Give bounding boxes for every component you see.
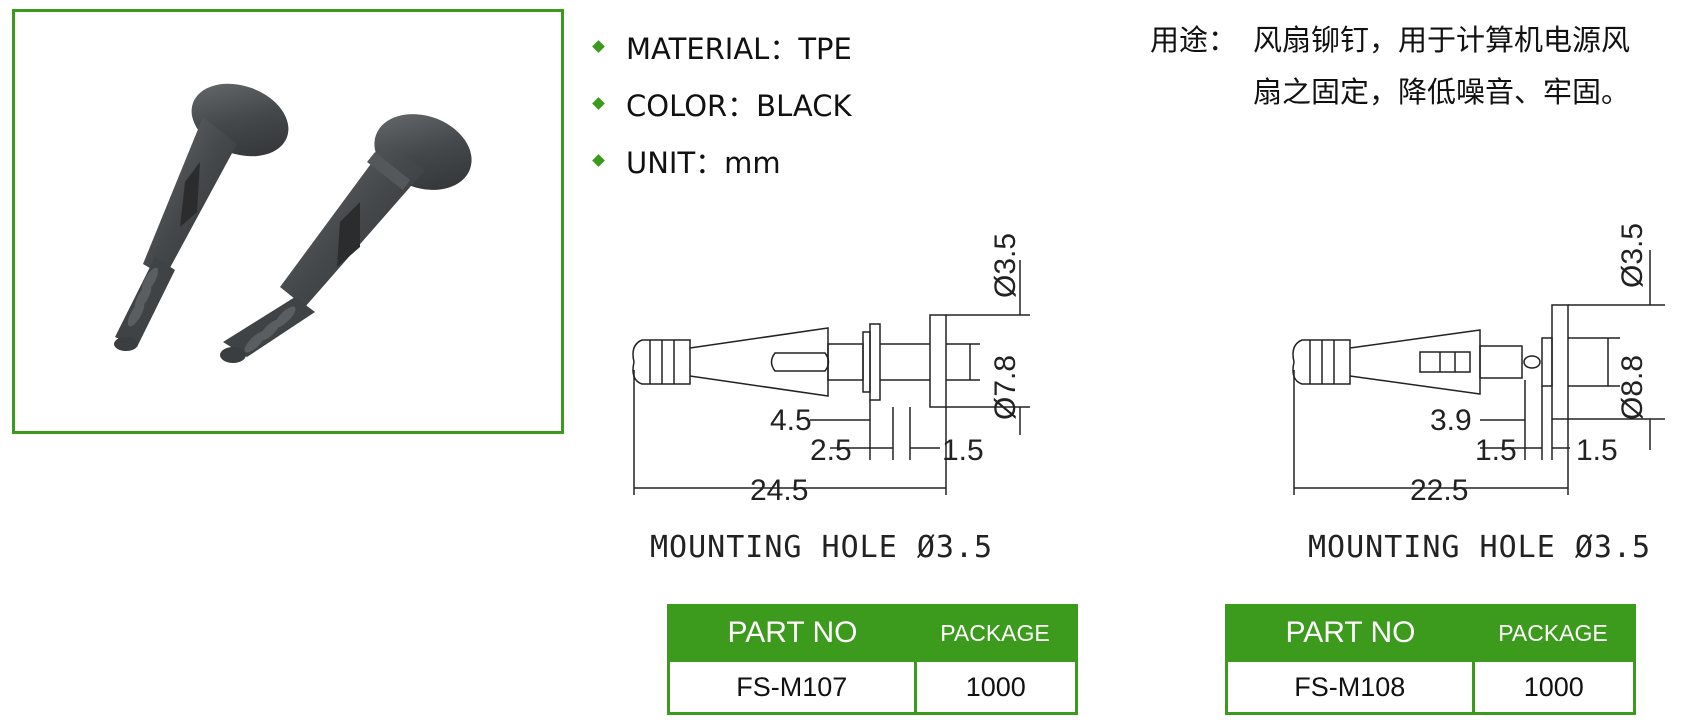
- dim-labels-2: Ø3.5 Ø8.8 3.9 1.5 1.5 22.5: [1410, 223, 1649, 507]
- rivet-photo: [114, 83, 472, 363]
- dim-total: 24.5: [750, 474, 808, 507]
- package-cell: 1000: [1471, 659, 1636, 715]
- table-row: FS-M107 1000: [667, 659, 1078, 715]
- usage-description: 用途： 风扇铆钉，用于计算机电源风 扇之固定，降低噪音、牢固。: [1150, 14, 1690, 118]
- dim-d3: 1.5: [942, 434, 984, 467]
- table-row: FS-M108 1000: [1225, 659, 1636, 715]
- rivet-right-image: [220, 114, 472, 363]
- dim-d2: 1.5: [1475, 434, 1517, 467]
- table-header-part-no: PART NO: [668, 605, 915, 661]
- usage-label: 用途：: [1150, 23, 1238, 57]
- technical-drawing-2: Ø3.5 Ø8.8 3.9 1.5 1.5 22.5: [1292, 223, 1665, 507]
- part-table-1: PART NO PACKAGE FS-M107 1000: [667, 604, 1078, 715]
- diamond-bullet-icon: [592, 154, 605, 167]
- part-table-2: PART NO PACKAGE FS-M108 1000: [1225, 604, 1636, 715]
- usage-line-2: 扇之固定，降低噪音、牢固。: [1253, 75, 1631, 109]
- part-no-cell: FS-M107: [667, 659, 917, 715]
- dim-dia-small: Ø3.5: [989, 233, 1022, 298]
- dim-total: 22.5: [1410, 474, 1468, 507]
- mounting-hole-label-1: MOUNTING HOLE Ø3.5: [650, 530, 994, 565]
- spec-unit-text: UNIT：mm: [626, 145, 781, 180]
- dim-dia-small: Ø3.5: [1616, 223, 1649, 288]
- dim-d2: 2.5: [810, 434, 852, 467]
- diamond-bullet-icon: [592, 97, 605, 110]
- table-header-part-no: PART NO: [1226, 605, 1473, 661]
- mounting-hole-label-2: MOUNTING HOLE Ø3.5: [1308, 530, 1652, 565]
- dim-dia-large: Ø7.8: [989, 355, 1022, 420]
- dim-labels-1: Ø3.5 Ø7.8 4.5 2.5 1.5 24.5: [750, 233, 1022, 507]
- diamond-bullet-icon: [592, 40, 605, 53]
- drawing-fs-m107: Ø3.5 Ø7.8 4.5 2.5 1.5 24.5: [620, 220, 1060, 515]
- dim-dia-large: Ø8.8: [1616, 355, 1649, 420]
- spec-list: MATERIAL：TPE COLOR：BLACK UNIT：mm: [590, 18, 852, 189]
- package-cell: 1000: [913, 659, 1078, 715]
- spec-material-text: MATERIAL：TPE: [626, 31, 852, 66]
- spec-material: MATERIAL：TPE: [590, 18, 852, 75]
- product-photo-frame: [12, 9, 564, 434]
- spec-unit: UNIT：mm: [590, 132, 852, 189]
- drawing-fs-m108: Ø3.5 Ø8.8 3.9 1.5 1.5 22.5: [1280, 220, 1703, 515]
- technical-drawing-1: Ø3.5 Ø7.8 4.5 2.5 1.5 24.5: [632, 233, 1030, 507]
- rivet-left-image: [114, 83, 289, 351]
- dim-d1: 3.9: [1430, 404, 1472, 437]
- usage-line-1: 风扇铆钉，用于计算机电源风: [1253, 23, 1631, 57]
- dim-d1: 4.5: [770, 404, 812, 437]
- spec-color-text: COLOR：BLACK: [626, 88, 852, 123]
- dim-d3: 1.5: [1576, 434, 1618, 467]
- table-header-package: PACKAGE: [915, 605, 1077, 661]
- spec-color: COLOR：BLACK: [590, 75, 852, 132]
- part-no-cell: FS-M108: [1225, 659, 1475, 715]
- table-header-package: PACKAGE: [1473, 605, 1635, 661]
